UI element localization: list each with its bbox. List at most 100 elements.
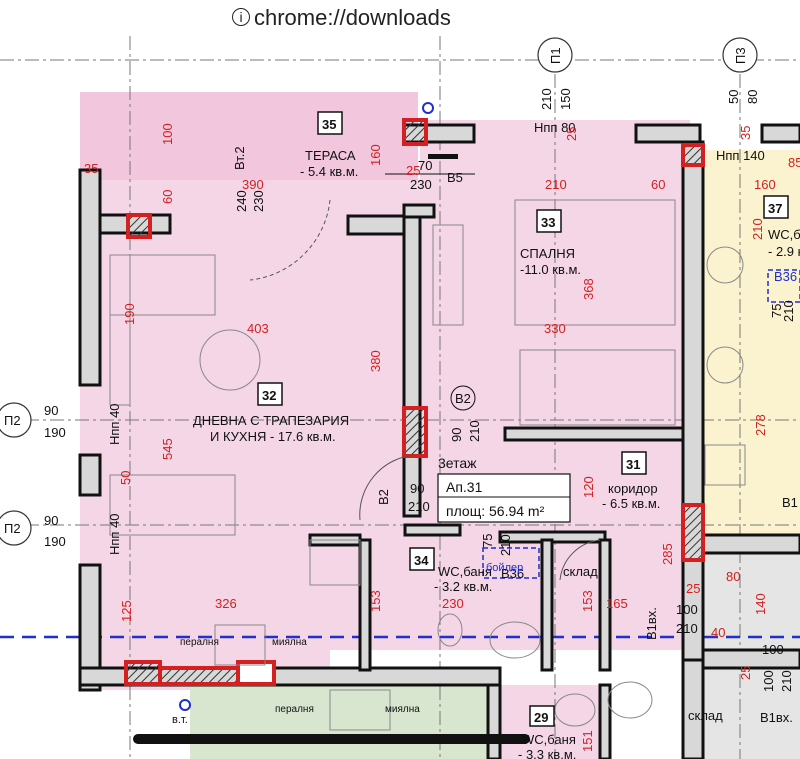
dim-210g: 210 — [676, 621, 698, 636]
dim-25d: 25 — [738, 666, 753, 680]
apartment-name: Ап.31 — [446, 479, 483, 495]
label-b2b: B2 — [376, 489, 391, 505]
dim-85: 85 — [788, 155, 800, 170]
grid-label-p2a: П2 — [4, 413, 21, 428]
label-b1: B1 — [782, 495, 798, 510]
grid-bubble-p2a — [0, 402, 32, 438]
dim-210f: 210 — [498, 534, 513, 556]
label-nlp80: Нпп 80 — [534, 120, 576, 135]
dim-368: 368 — [581, 278, 596, 300]
dim-50: 50 — [726, 90, 741, 104]
dim-190b: 190 — [44, 534, 66, 549]
dim-100b: 100 — [676, 602, 698, 617]
dim-35: 35 — [84, 161, 98, 176]
dim-160b: 160 — [754, 177, 776, 192]
room-area-bedroom: -11.0 кв.м. — [520, 262, 581, 277]
dim-125: 125 — [119, 600, 134, 622]
dim-210a: 210 — [539, 88, 554, 110]
room-name-bath: WC,баня — [438, 564, 492, 579]
room-area-29: - 3.3 кв.м. — [518, 747, 576, 759]
dim-190a: 190 — [44, 425, 66, 440]
dim-90b: 90 — [44, 513, 58, 528]
room-name-29: WC,баня — [522, 732, 576, 747]
dim-210i: 210 — [781, 300, 796, 322]
dim-330: 330 — [544, 321, 566, 336]
dim-90c: 90 — [449, 428, 464, 442]
dim-153a: 153 — [368, 590, 383, 612]
label-nlp40b: Нпп 40 — [107, 513, 122, 555]
label-nlp40a: Нпп 40 — [107, 403, 122, 445]
boiler-box — [482, 547, 540, 579]
room-number-37: 37 — [768, 201, 782, 216]
dim-90a: 90 — [44, 403, 58, 418]
room-name-corridor: коридор — [608, 481, 658, 496]
dim-35b: 35 — [738, 126, 753, 140]
label-b36b: B36 — [774, 269, 797, 284]
dim-210c: 210 — [750, 218, 765, 240]
dim-230b: 230 — [410, 177, 432, 192]
dim-100c: 100 — [762, 642, 784, 657]
dim-50b: 50 — [118, 471, 133, 485]
dim-210d: 210 — [467, 420, 482, 442]
dim-278: 278 — [753, 414, 768, 436]
columns — [124, 118, 705, 686]
dim-75b: 75 — [769, 304, 784, 318]
room-area-corridor: - 6.5 кв.м. — [602, 496, 660, 511]
dim-25: 25 — [406, 163, 420, 178]
grid-bubble-p3 — [722, 37, 758, 73]
label-peralnia1: пералня — [180, 637, 219, 648]
apartment-area: площ: 56.94 m² — [446, 503, 545, 519]
room-area-37: - 2.9 кв — [768, 244, 800, 259]
dim-165: 165 — [606, 596, 628, 611]
grid-label-p3: П3 — [733, 47, 748, 64]
apartment-area — [80, 180, 690, 690]
label-b1vx2: B1вх. — [760, 710, 793, 725]
floor-plan: П1 П3 П2 П2 35 33 32 31 34 37 29 ТЕРАСА … — [0, 36, 800, 759]
dim-75: 75 — [480, 534, 495, 548]
dim-230: 230 — [251, 190, 266, 212]
label-b2a: B2 — [455, 391, 471, 406]
dim-40: 40 — [711, 625, 725, 640]
dim-240: 240 — [234, 190, 249, 212]
room-area-terrace: - 5.4 кв.м. — [300, 164, 358, 179]
dim-210e: 210 — [408, 499, 430, 514]
grid-bubble-p2b — [0, 510, 32, 546]
dim-80: 80 — [745, 90, 760, 104]
dim-380: 380 — [368, 350, 383, 372]
floor-label: 3етаж — [438, 455, 477, 471]
terrace-area — [80, 92, 418, 192]
label-miyalna1: миялна — [272, 637, 307, 648]
room-name-37: WC,б — [768, 227, 800, 242]
dim-70: 70 — [418, 158, 432, 173]
label-nlp140: Нпп 140 — [716, 148, 765, 163]
info-icon[interactable]: i — [232, 8, 250, 26]
label-b36a: B36 — [501, 566, 524, 581]
dim-403: 403 — [247, 321, 269, 336]
dim-160a: 160 — [368, 144, 383, 166]
room-name-bedroom: СПАЛНЯ — [520, 246, 575, 261]
room-number-33: 33 — [541, 215, 555, 230]
dim-151: 151 — [580, 730, 595, 752]
dim-150: 150 — [558, 88, 573, 110]
dim-210h: 210 — [779, 670, 794, 692]
dim-210b: 210 — [545, 177, 567, 192]
dim-60b: 60 — [651, 177, 665, 192]
label-vt: в.т. — [172, 714, 188, 726]
dim-60a: 60 — [160, 190, 175, 204]
apartment-box — [437, 473, 571, 523]
dim-326: 326 — [215, 596, 237, 611]
grid-label-p1: П1 — [548, 47, 563, 64]
room-area-bath: - 3.2 кв.м. — [434, 579, 492, 594]
label-miyalna2: миялна — [385, 704, 420, 715]
dim-80b: 80 — [726, 569, 740, 584]
furniture — [109, 199, 746, 731]
dim-230c: 230 — [442, 596, 464, 611]
label-b1vx: B1вх. — [644, 607, 659, 640]
label-b5: B5 — [447, 170, 463, 185]
room-number-32: 32 — [262, 388, 276, 403]
label-sklad2: склад — [688, 708, 723, 723]
room-number-31: 31 — [626, 457, 640, 472]
room-name-living: ДНЕВНА С ТРАПЕЗАРИЯ — [193, 413, 349, 428]
